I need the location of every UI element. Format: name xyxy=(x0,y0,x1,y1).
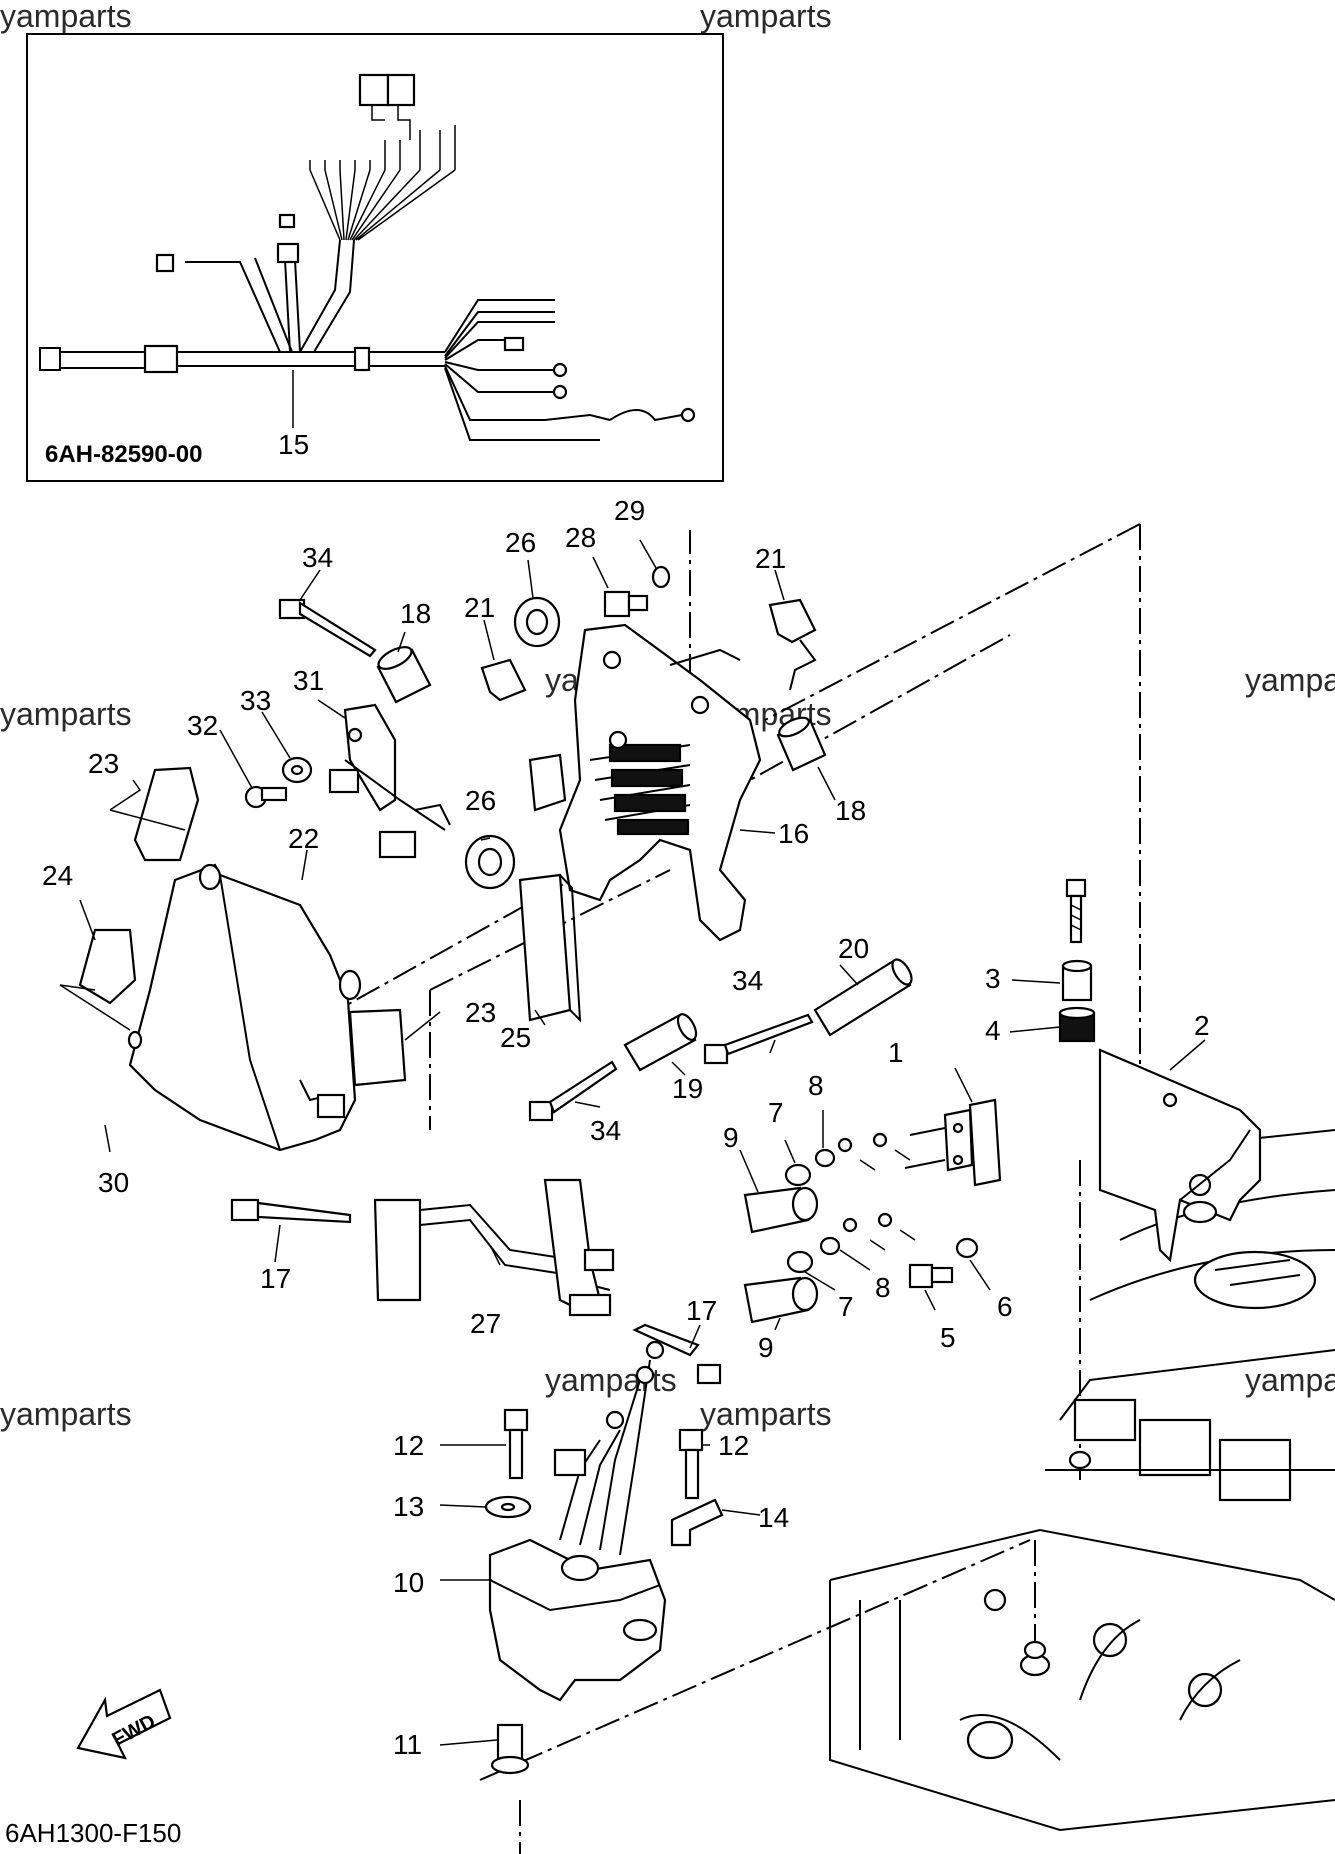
part-16-bracket xyxy=(528,623,762,942)
callout-5: 5 xyxy=(940,1322,956,1353)
part-4-grommet xyxy=(1058,1006,1096,1043)
callout-7: 7 xyxy=(838,1291,854,1322)
part-23-label xyxy=(133,766,407,1087)
part-7-nut xyxy=(784,1163,814,1274)
part-29-washer xyxy=(651,565,671,589)
callout-23: 23 xyxy=(88,748,119,779)
watermark: yamparts xyxy=(700,0,832,34)
inset-part-code: 6AH-82590-00 xyxy=(45,441,202,468)
callout-12: 12 xyxy=(393,1430,424,1461)
callout-31: 31 xyxy=(293,665,324,696)
callout-26: 26 xyxy=(465,785,496,816)
callout-8: 8 xyxy=(808,1070,824,1101)
callout-29: 29 xyxy=(614,495,645,526)
watermark: yamparts xyxy=(545,1362,677,1398)
part-10-rectifier xyxy=(488,1340,667,1702)
part-9-cap xyxy=(743,1186,819,1324)
callout-18: 18 xyxy=(400,598,431,629)
part-28-bolt xyxy=(603,590,649,618)
inset-frame xyxy=(26,33,724,482)
terminal-lugs xyxy=(837,1132,916,1251)
callout-28: 28 xyxy=(565,522,596,553)
page-code: 6AH1300-F150 xyxy=(5,1818,181,1848)
fwd-arrow-icon: FWD xyxy=(76,1688,172,1760)
callout-13: 13 xyxy=(393,1491,424,1522)
callout-21: 21 xyxy=(755,543,786,574)
part-21-clip xyxy=(480,598,817,702)
part-33-washer xyxy=(281,756,313,784)
callout-33: 33 xyxy=(240,685,271,716)
callout-32: 32 xyxy=(187,710,218,741)
wire-harness-inset: 15 6AH-82590-00 xyxy=(26,33,724,482)
part-18-collar xyxy=(376,646,827,772)
callout-19: 19 xyxy=(672,1073,703,1104)
part-24-label xyxy=(78,928,137,1005)
part-14-plate xyxy=(670,1498,724,1547)
part-22-cover xyxy=(127,863,362,1152)
engine-block xyxy=(829,1129,1335,1832)
callout-9: 9 xyxy=(758,1332,774,1363)
part-20-sleeve xyxy=(813,958,913,1037)
callout-20: 20 xyxy=(838,933,869,964)
watermark: yamparts xyxy=(1245,662,1335,698)
part-26-grommet xyxy=(464,596,561,890)
callout-34: 34 xyxy=(732,965,763,996)
part-3-collar xyxy=(1061,959,1093,1002)
part-6-washer xyxy=(955,1237,979,1259)
leader-lines xyxy=(59,539,1206,1746)
watermark: yamparts xyxy=(0,1396,132,1432)
part-13-washer xyxy=(484,1495,532,1519)
callout-3: 3 xyxy=(985,963,1001,994)
callout-34: 34 xyxy=(590,1115,621,1146)
part-1-terminal xyxy=(904,1098,1002,1187)
callout-14: 14 xyxy=(758,1502,789,1533)
part-5-bolt xyxy=(908,1263,954,1289)
part-11-collar xyxy=(490,1723,530,1775)
callout-34: 34 xyxy=(302,542,333,573)
callouts: 1 2 3 4 5 6 7 7 8 8 9 9 10 11 12 12 13 1… xyxy=(42,495,1210,1760)
callout-4: 4 xyxy=(985,1015,1001,1046)
callout-15: 15 xyxy=(278,429,309,460)
callout-23: 23 xyxy=(465,997,496,1028)
callout-17: 17 xyxy=(686,1295,717,1326)
part-34-cable-tie xyxy=(278,598,814,1122)
callout-1: 1 xyxy=(888,1037,904,1068)
callout-18: 18 xyxy=(835,795,866,826)
part-32-screw xyxy=(244,785,288,809)
callout-7: 7 xyxy=(768,1097,784,1128)
callout-17: 17 xyxy=(260,1263,291,1294)
watermark: yamparts xyxy=(1245,1362,1335,1398)
watermark: yamparts xyxy=(0,0,132,34)
part-27-lever xyxy=(373,1178,615,1317)
part-31-holder xyxy=(328,703,451,859)
part-17-cable-tie xyxy=(230,1198,722,1385)
callout-26: 26 xyxy=(505,527,536,558)
callout-25: 25 xyxy=(500,1022,531,1053)
watermark: yamparts xyxy=(0,696,132,732)
callout-6: 6 xyxy=(997,1291,1013,1322)
callout-10: 10 xyxy=(393,1567,424,1598)
callout-2: 2 xyxy=(1194,1010,1210,1041)
part-12-bolt xyxy=(503,1408,704,1500)
callout-8: 8 xyxy=(875,1272,891,1303)
part-25-cover xyxy=(518,873,582,1023)
callout-27: 27 xyxy=(470,1308,501,1339)
part-8-washer xyxy=(814,1148,841,1256)
part-2-bracket xyxy=(1098,1048,1262,1263)
callout-30: 30 xyxy=(98,1167,129,1198)
watermark: yamparts xyxy=(700,1396,832,1432)
callout-16: 16 xyxy=(778,818,809,849)
callout-11: 11 xyxy=(393,1729,422,1760)
part-19-sleeve xyxy=(623,1013,698,1072)
callout-12: 12 xyxy=(718,1430,749,1461)
callout-24: 24 xyxy=(42,860,73,891)
callout-21: 21 xyxy=(464,592,495,623)
bolt-top-right xyxy=(1065,878,1087,944)
callout-9: 9 xyxy=(723,1122,739,1153)
callout-22: 22 xyxy=(288,823,319,854)
